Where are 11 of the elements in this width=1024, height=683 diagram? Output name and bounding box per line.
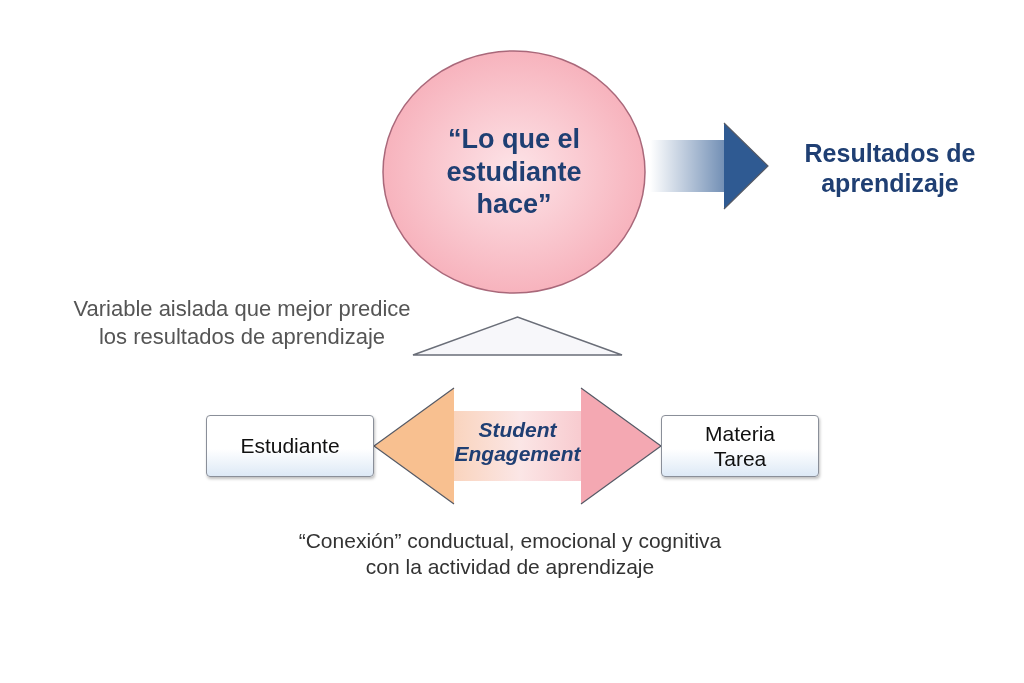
label-box	[661, 415, 819, 477]
outcome-text: Resultados de aprendizaje	[803, 138, 977, 198]
ellipse-node	[382, 50, 646, 294]
caption-text: “Conexión” conductual, emocional y cognitiva con la actividad de aprendizaje	[297, 528, 723, 581]
box-label: Materia Tarea	[704, 420, 776, 472]
edge-label: Student Engagement	[453, 418, 582, 467]
idea-text: “Lo que el estudiante hace”	[445, 123, 583, 221]
box-label: Estudiante	[240, 433, 340, 459]
double-block-arrow	[373, 387, 662, 505]
label-box	[206, 415, 374, 477]
caption-text: Variable aislada que mejor predice los resultados de aprendizaje	[72, 295, 412, 350]
